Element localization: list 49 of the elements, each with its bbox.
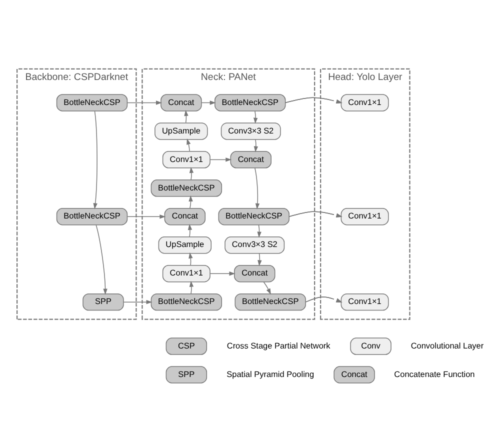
node-box: Conv1×1 bbox=[162, 151, 210, 168]
node-box: SPP bbox=[82, 293, 124, 311]
arrow bbox=[210, 271, 236, 276]
node-box: UpSample bbox=[158, 236, 212, 254]
arrow bbox=[263, 282, 271, 295]
node-box: Conv bbox=[350, 338, 392, 355]
arrow bbox=[188, 224, 192, 237]
arrow bbox=[96, 224, 108, 295]
node-label: Concatenate Function bbox=[394, 370, 475, 379]
arrow bbox=[123, 300, 152, 304]
node-box: Concat bbox=[164, 208, 206, 226]
node-box: BottleNeckCSP bbox=[56, 94, 128, 112]
node-box: Conv1×1 bbox=[162, 264, 210, 282]
node-box: Conv1×1 bbox=[340, 208, 389, 226]
arrow bbox=[93, 110, 98, 210]
node-box: Conv1×1 bbox=[340, 293, 389, 311]
arrow bbox=[189, 166, 194, 180]
node-box: Conv3×3 S2 bbox=[220, 122, 281, 140]
node-box: BottleNeckCSP bbox=[218, 208, 290, 226]
node-box: Conv1×1 bbox=[340, 94, 389, 112]
node-box: Concat bbox=[230, 151, 272, 168]
arrow bbox=[284, 97, 342, 104]
arrow bbox=[253, 110, 258, 124]
node-box: Concat bbox=[234, 264, 276, 282]
arrow bbox=[189, 280, 194, 294]
node-box: BottleNeckCSP bbox=[214, 94, 286, 112]
node-box: BottleNeckCSP bbox=[150, 293, 222, 311]
node-label: Spatial Pyramid Pooling bbox=[226, 370, 314, 379]
node-label: Cross Stage Partial Network bbox=[226, 341, 330, 350]
arrow bbox=[127, 214, 166, 219]
node-box: BottleNeckCSP bbox=[150, 180, 222, 197]
arrow bbox=[288, 211, 342, 218]
node-box: Concat bbox=[334, 366, 375, 384]
node-box: UpSample bbox=[154, 122, 208, 140]
node-label: Convolutional Layer bbox=[410, 341, 484, 350]
node-box: Conv3×3 S2 bbox=[224, 236, 285, 254]
arrow bbox=[186, 138, 191, 152]
node-box: BottleNeckCSP bbox=[234, 293, 306, 311]
arrow bbox=[254, 168, 260, 210]
arrow bbox=[305, 296, 342, 302]
arrow bbox=[210, 158, 232, 162]
arrow bbox=[127, 100, 162, 105]
node-box: BottleNeckCSP bbox=[56, 208, 128, 226]
node-box: Concat bbox=[160, 94, 202, 112]
arrow bbox=[258, 253, 262, 266]
arrow bbox=[254, 139, 258, 152]
node-box: SPP bbox=[166, 366, 208, 384]
node-box: CSP bbox=[166, 338, 208, 355]
arrow bbox=[188, 195, 193, 208]
